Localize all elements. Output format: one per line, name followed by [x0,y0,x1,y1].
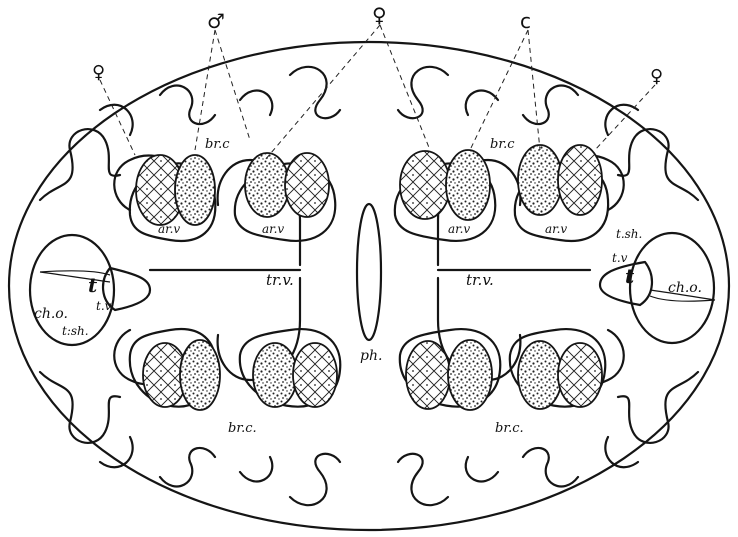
label-br-c-upper-right: br.c [490,137,515,152]
gonad-pockets [130,145,608,410]
label-t-right: t [625,264,635,288]
gonad-cellular [285,153,329,217]
label-ar-v-2: ar.v [262,222,284,236]
label-t-sh-right: t.sh. [616,227,642,241]
label-ch-o-right: ch.o. [668,280,702,296]
label-ar-v-4: ar.v [545,222,567,236]
gonad-speckled [446,150,490,220]
gonad-speckled [180,340,220,410]
label-br-c-lower-right: br.c. [495,421,524,436]
gonad-speckled [253,343,297,407]
female-symbol-left: ♀ [92,62,105,83]
gonad-cellular [293,343,337,407]
label-br-c-lower-left: br.c. [228,421,257,436]
label-ch-o-left: ch.o. [34,306,68,322]
gonad-cellular [400,151,450,219]
label-ar-v-3: ar.v [448,222,470,236]
lateral-organs [30,233,715,345]
label-tr-v-left: tr.v. [266,271,294,289]
gonad-cellular [558,145,602,215]
label-tr-v-right: tr.v. [466,271,494,289]
gonad-cellular [406,341,450,409]
label-t-sh-left: t:sh. [62,324,89,338]
leader-lines [100,25,655,160]
gonad-speckled [518,341,562,409]
gonad-speckled [175,155,215,225]
label-br-c-upper-left: br.c [205,137,230,152]
label-t-v-right: t.v [612,251,628,265]
gonad-speckled [245,153,289,217]
gonad-speckled [448,340,492,410]
label-ph: ph. [360,348,382,364]
umbrella-outline [9,42,729,530]
female-symbol-center: ♀ [372,3,387,27]
female-symbol-right: ♀ [650,66,663,87]
male-symbol-left: ♂ [207,9,225,33]
label-ar-v-1: ar.v [158,222,180,236]
male-symbol-right: c [520,9,531,33]
label-t-left: t [88,273,98,297]
pharynx [357,204,381,340]
gonad-speckled [518,145,562,215]
label-t-v-left: t.v. [96,299,114,313]
gonad-cellular [558,343,602,407]
